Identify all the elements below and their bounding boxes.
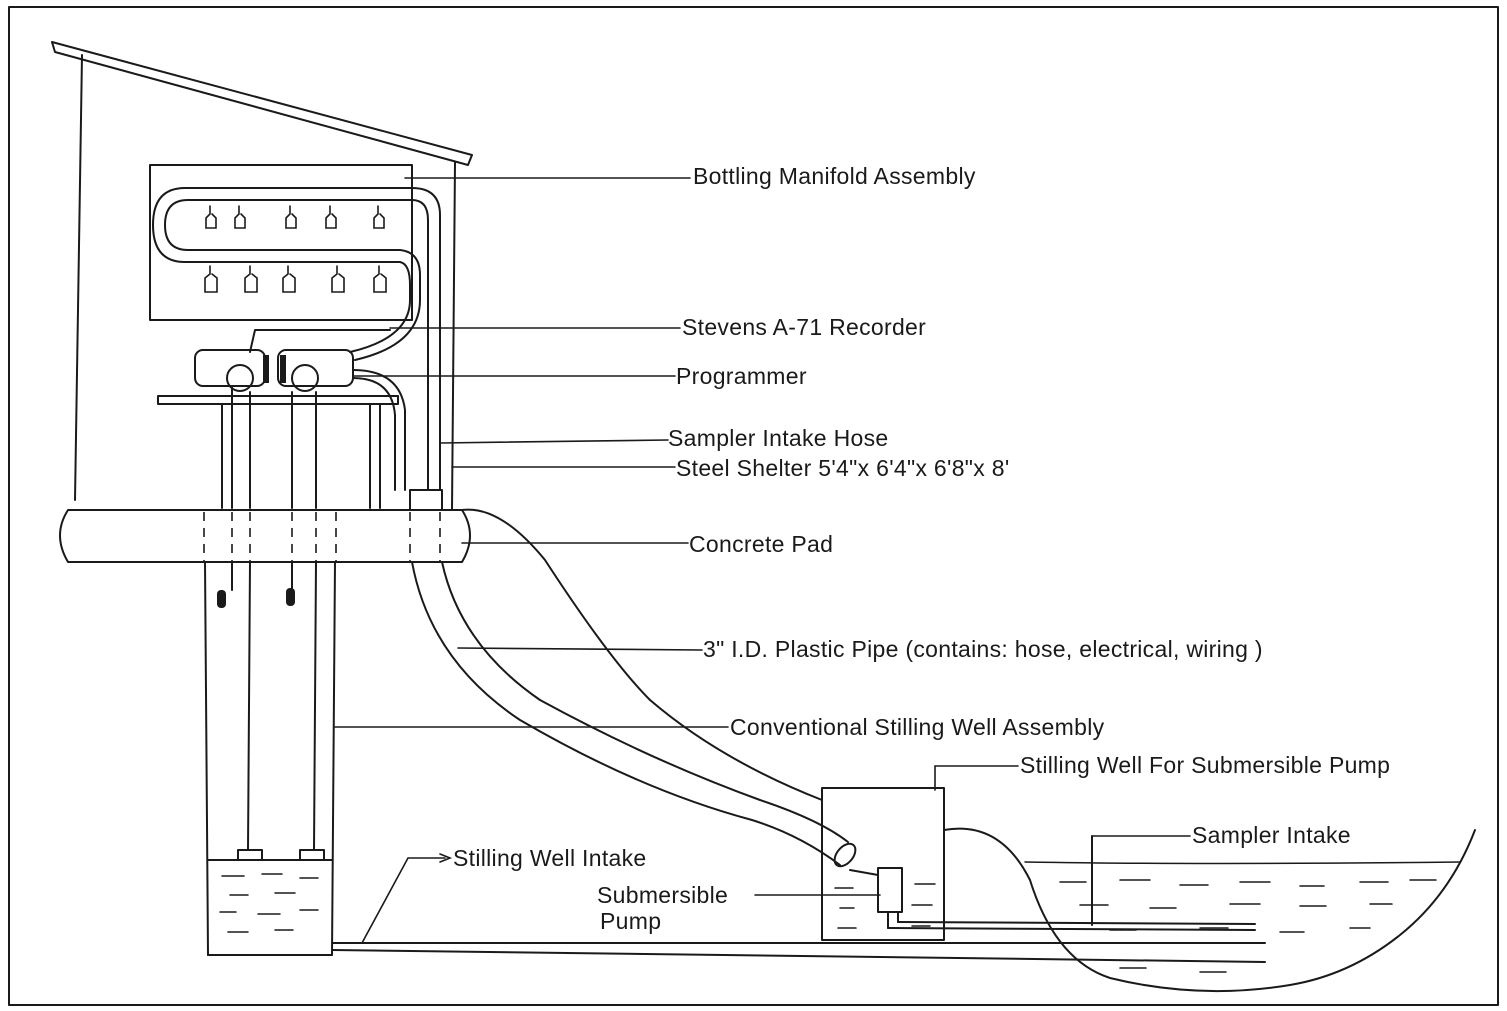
label-submersible-pump-2: Pump: [600, 908, 661, 934]
bottling-manifold-assembly: [149, 164, 441, 491]
label-submersible-pump-1: Submersible: [597, 882, 728, 908]
label-programmer: Programmer: [676, 363, 807, 389]
steel-shelter: [51, 41, 473, 511]
label-concrete-pad: Concrete Pad: [689, 531, 833, 557]
figure-border: [8, 6, 1499, 1006]
label-stevens-recorder: Stevens A-71 Recorder: [682, 314, 926, 340]
plastic-pipe: [411, 508, 857, 868]
label-plastic-pipe: 3" I.D. Plastic Pipe (contains: hose, el…: [703, 636, 1263, 662]
label-sampler-intake: Sampler Intake: [1192, 822, 1351, 848]
leader-lines: [334, 177, 1191, 944]
label-conventional-stilling-well: Conventional Stilling Well Assembly: [730, 714, 1105, 740]
label-steel-shelter: Steel Shelter 5'4"x 6'4"x 6'8"x 8': [676, 455, 1010, 481]
pump-stilling-well: [821, 787, 945, 941]
label-sampler-intake-hose: Sampler Intake Hose: [668, 425, 888, 451]
conventional-stilling-well: [204, 561, 336, 956]
recorder-and-programmer: [157, 329, 443, 511]
stream-channel: [331, 827, 1476, 993]
label-bottling-manifold-assembly: Bottling Manifold Assembly: [693, 163, 976, 189]
label-stilling-well-intake: Stilling Well Intake: [453, 845, 647, 871]
label-stilling-well-for-pump: Stilling Well For Submersible Pump: [1020, 752, 1390, 778]
concrete-pad: [59, 509, 471, 563]
